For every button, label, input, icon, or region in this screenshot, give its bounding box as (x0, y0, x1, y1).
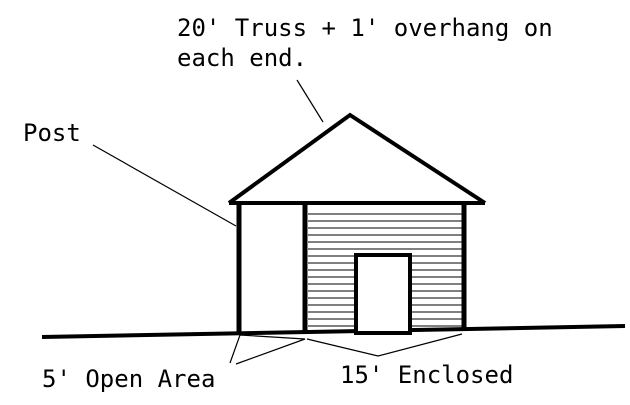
siding-lines (308, 213, 462, 327)
truss-leader-line (296, 79, 324, 123)
truss-label-line-2: each end. (177, 44, 308, 72)
enclosed-label: 15' Enclosed (340, 361, 514, 389)
enclosed-leader (306, 333, 463, 357)
door (354, 253, 412, 335)
post-label: Post (23, 119, 81, 147)
roof-truss (227, 112, 487, 205)
open-area-label: 5' Open Area (42, 365, 216, 393)
post-leader-line (92, 144, 237, 227)
truss-label-line-1: 20' Truss + 1' overhang on (177, 14, 553, 42)
open-area-leader (229, 334, 306, 365)
ground-line (41, 324, 626, 339)
